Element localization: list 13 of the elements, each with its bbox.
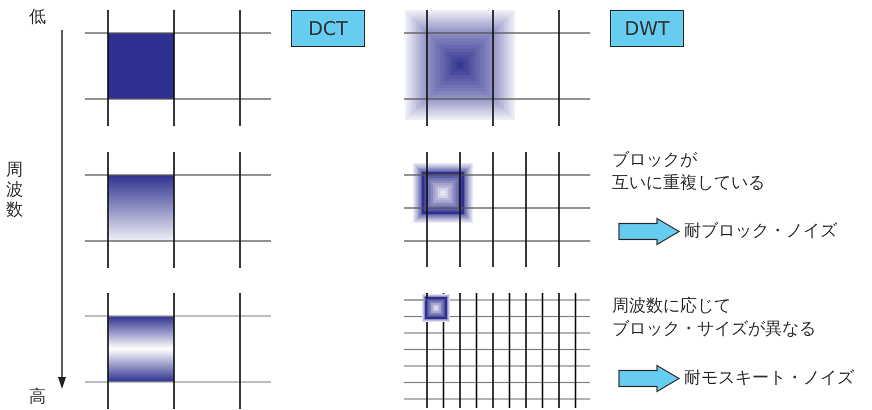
note-text: 周波数に応じて	[612, 295, 731, 318]
axis-label: 高	[29, 386, 46, 409]
axis-label: 周波数	[6, 160, 24, 220]
note-text: 互いに重複している	[612, 172, 765, 195]
result-text: 耐モスキート・ノイズ	[679, 367, 854, 390]
label-box: DCT	[291, 10, 365, 47]
block-arrow	[618, 364, 680, 393]
note-text: ブロック・サイズが異なる	[612, 318, 816, 341]
result-text: 耐ブロック・ノイズ	[679, 220, 837, 243]
block-arrow	[618, 217, 680, 246]
note-text: ブロックが	[612, 149, 697, 172]
label-box: DWT	[610, 10, 684, 47]
axis-label: 低	[29, 6, 46, 29]
